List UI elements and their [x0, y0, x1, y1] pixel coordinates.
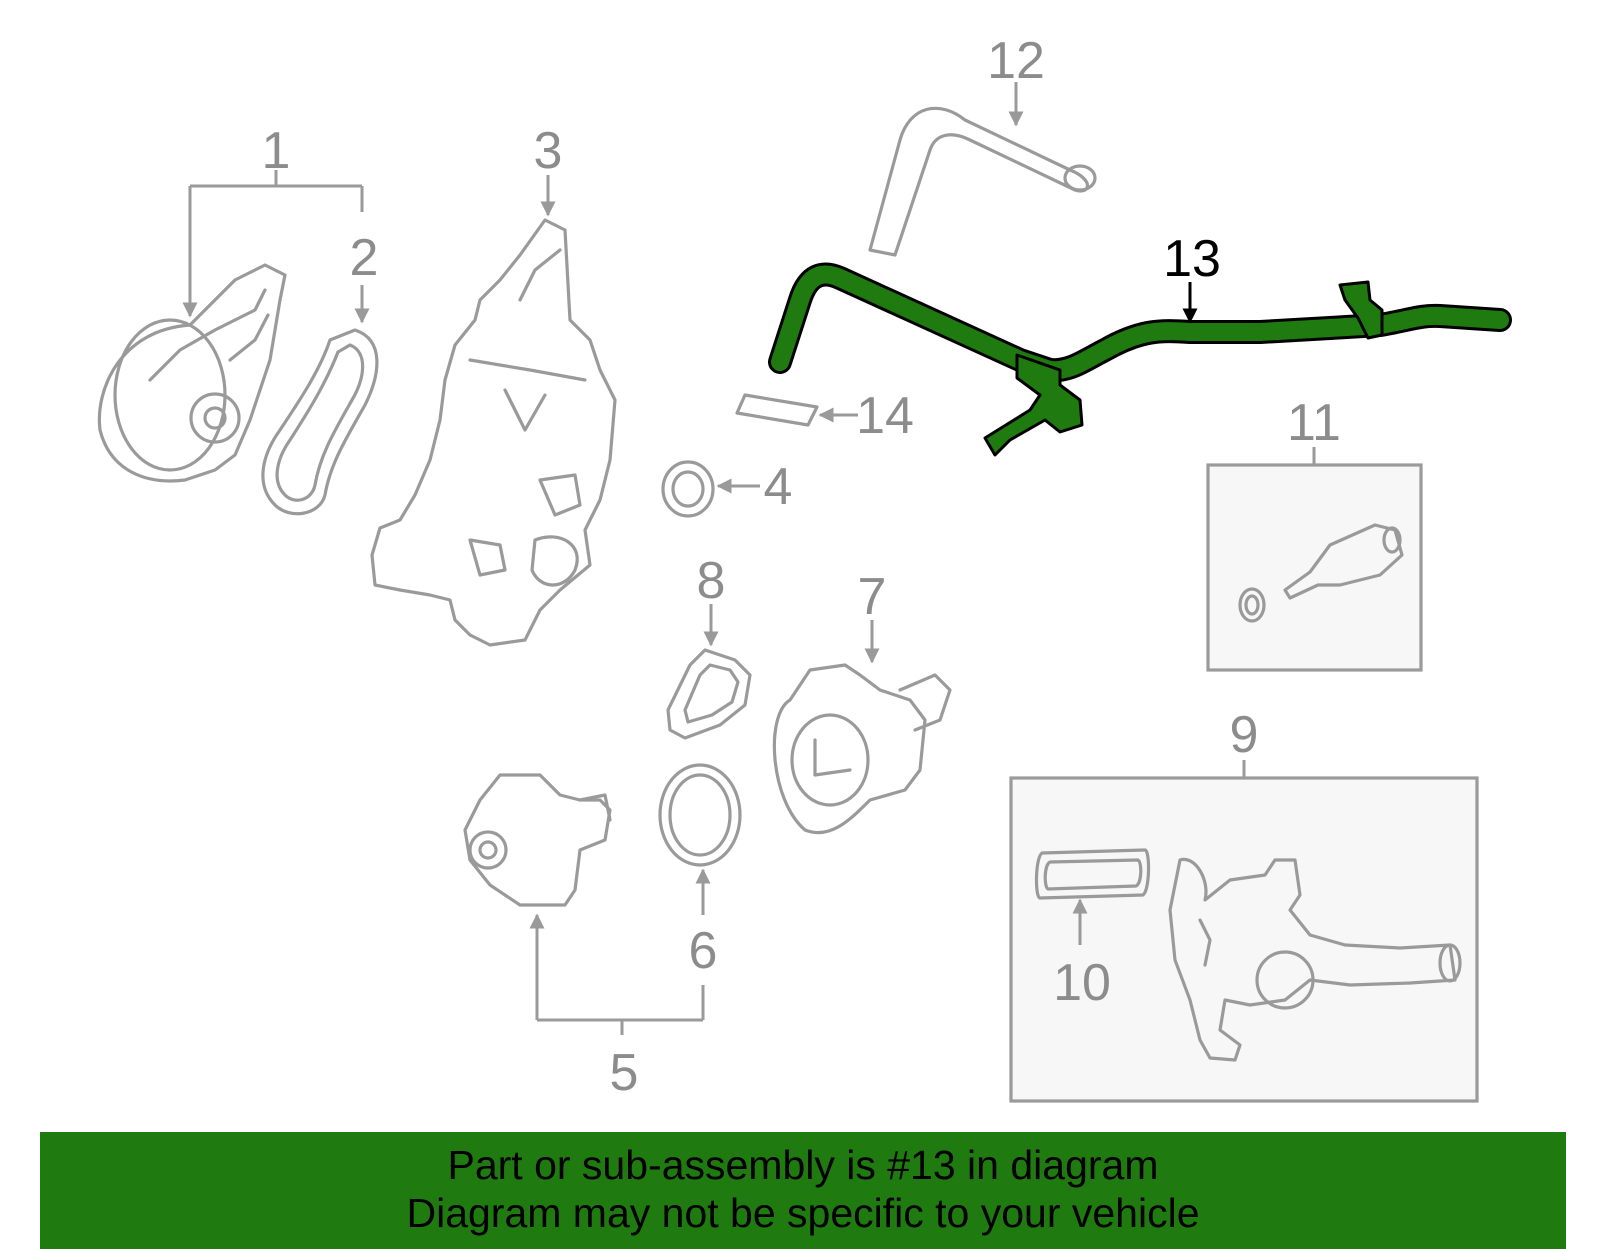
svg-text:10: 10 — [1053, 954, 1111, 1012]
part-4-o-ring[interactable] — [661, 460, 715, 518]
svg-text:12: 12 — [987, 32, 1045, 90]
svg-text:4: 4 — [764, 458, 793, 516]
part-1-pulley-housing[interactable] — [97, 263, 287, 483]
callout-1: 1 — [262, 122, 291, 180]
part-14-clip[interactable] — [735, 393, 819, 427]
svg-text:11: 11 — [1287, 394, 1341, 452]
banner-line-2: Diagram may not be specific to your vehi… — [406, 1190, 1200, 1236]
part-13-water-pipe[interactable] — [768, 262, 1512, 457]
part-2-gasket[interactable] — [261, 328, 379, 516]
callout-2: 2 — [350, 229, 379, 287]
svg-text:7: 7 — [858, 568, 887, 626]
part-8-gasket[interactable] — [666, 648, 752, 740]
part-10-gasket[interactable] — [1034, 848, 1151, 900]
svg-text:14: 14 — [856, 387, 914, 445]
callout-3: 3 — [534, 122, 563, 217]
banner-line-1: Part or sub-assembly is #13 in diagram — [447, 1142, 1159, 1188]
callout-13: 13 — [1163, 230, 1221, 324]
svg-text:9: 9 — [1230, 706, 1259, 764]
callout-14: 14 — [818, 387, 914, 445]
callout-10: 10 — [1053, 898, 1111, 1012]
callout-6: 6 — [689, 922, 718, 980]
part-5-water-pump[interactable] — [463, 773, 612, 907]
part-11-sensor-box[interactable] — [1206, 463, 1423, 672]
callout-12: 12 — [987, 32, 1045, 127]
callout-9: 9 — [1230, 706, 1259, 778]
part-7-thermostat-housing[interactable] — [772, 663, 952, 835]
callout-5: 5 — [610, 1044, 639, 1102]
callout-5-6-bracket: 6 5 — [529, 868, 718, 1102]
info-banner: Part or sub-assembly is #13 in diagram D… — [40, 1132, 1566, 1249]
callout-4: 4 — [716, 458, 793, 516]
callout-7: 7 — [858, 568, 887, 664]
svg-text:13: 13 — [1163, 230, 1221, 288]
svg-text:8: 8 — [697, 552, 726, 610]
part-12-hose[interactable] — [868, 106, 1097, 257]
callout-11: 11 — [1287, 394, 1341, 465]
svg-text:3: 3 — [534, 122, 563, 180]
part-3-timing-cover[interactable] — [370, 218, 617, 647]
callout-8: 8 — [697, 552, 726, 647]
callout-1-2-bracket: 1 2 — [182, 122, 379, 324]
part-6-seal-ring[interactable] — [658, 763, 742, 867]
part-9-assembly-box[interactable] — [1009, 776, 1479, 1103]
